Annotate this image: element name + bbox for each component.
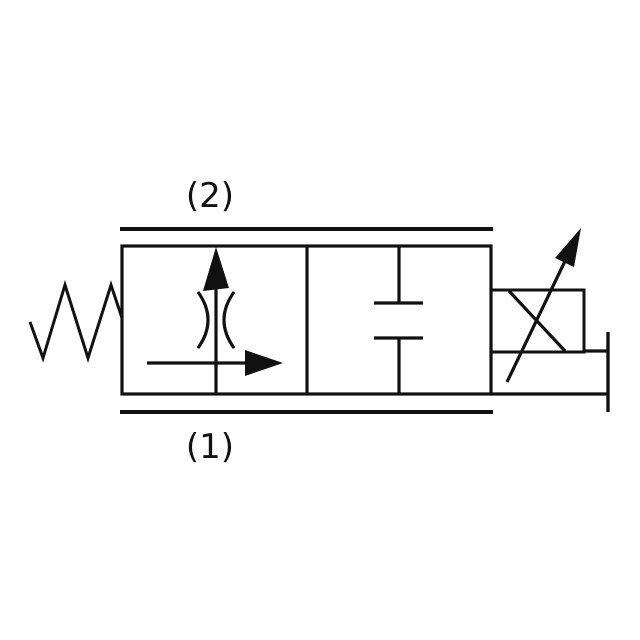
proportional-arrowhead-icon [555,228,581,267]
proportional-solenoid [489,228,586,383]
blocked-position [374,247,423,394]
schematic-fill-group: (2) (1) [28,176,610,467]
orifice-curve-right [222,291,236,349]
port-2-label: (2) [186,176,234,216]
schematic-stroke-group: (2) (1) [28,176,610,467]
solenoid-box [489,288,586,354]
metered-flow-position [147,247,283,394]
flow-up-arrowhead-icon [203,247,229,291]
flow-right-arrowhead-icon [245,350,283,376]
orifice-curve-left [196,291,210,349]
solenoid-linkage [491,332,610,412]
return-spring [28,279,124,363]
proportional-arrow-shaft [505,258,568,383]
port-1-label: (1) [186,427,234,467]
